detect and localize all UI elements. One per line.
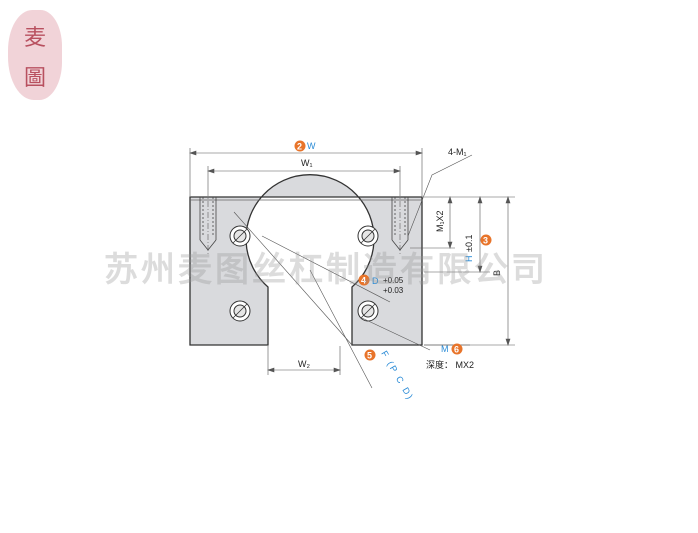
logo-char-bottom: 圖 bbox=[23, 66, 46, 91]
company-logo: 麦 圖 bbox=[8, 10, 62, 100]
logo-char-top: 麦 bbox=[23, 26, 46, 51]
dim-w1 bbox=[207, 166, 401, 190]
dim-m1 bbox=[410, 196, 455, 249]
svg-text:W: W bbox=[307, 141, 316, 151]
bolt-hole-top-right bbox=[357, 225, 379, 247]
svg-text:H: H bbox=[464, 256, 474, 263]
svg-text:D: D bbox=[372, 276, 379, 286]
callout-d: 4 D +0.05 +0.03 bbox=[358, 274, 404, 295]
watermark: 苏州麦图丝杠制造有限公司 bbox=[104, 250, 548, 290]
callout-m: M 6 bbox=[441, 343, 463, 355]
label-w1: W₁ bbox=[301, 158, 313, 168]
label-bolt: 4-M₁ bbox=[448, 147, 467, 157]
label-depth: 深度： MX2 bbox=[426, 359, 474, 370]
svg-text:M: M bbox=[441, 344, 449, 354]
dim-h bbox=[424, 196, 490, 273]
bolt-hole-bottom-left bbox=[229, 300, 251, 322]
svg-text:4: 4 bbox=[361, 276, 366, 286]
svg-text:±0.1: ±0.1 bbox=[464, 235, 474, 252]
svg-text:5: 5 bbox=[367, 351, 372, 361]
svg-text:+0.03: +0.03 bbox=[383, 286, 404, 295]
dim-w2 bbox=[267, 346, 341, 375]
label-w2: W₂ bbox=[298, 359, 310, 369]
svg-text:+0.05: +0.05 bbox=[383, 276, 404, 285]
label-m1x2: M₁X2 bbox=[435, 210, 445, 232]
svg-text:F (P C D): F (P C D) bbox=[379, 349, 416, 402]
svg-text:3: 3 bbox=[483, 236, 488, 246]
tapped-hole-right bbox=[391, 190, 409, 255]
tapped-hole-left bbox=[199, 190, 217, 255]
bolt-leader bbox=[407, 154, 473, 237]
callout-f: 5 F (P C D) bbox=[364, 349, 416, 402]
bolt-hole-bottom-right bbox=[357, 300, 379, 322]
svg-text:6: 6 bbox=[454, 345, 459, 355]
dim-w bbox=[189, 148, 423, 196]
bolt-hole-top-left bbox=[229, 225, 251, 247]
pcd-construction-lines bbox=[233, 211, 431, 389]
callout-h: H ±0.1 3 bbox=[464, 234, 492, 263]
callout-w: 2 W bbox=[294, 140, 316, 152]
svg-text:2: 2 bbox=[297, 142, 302, 152]
label-b: B bbox=[492, 270, 502, 276]
